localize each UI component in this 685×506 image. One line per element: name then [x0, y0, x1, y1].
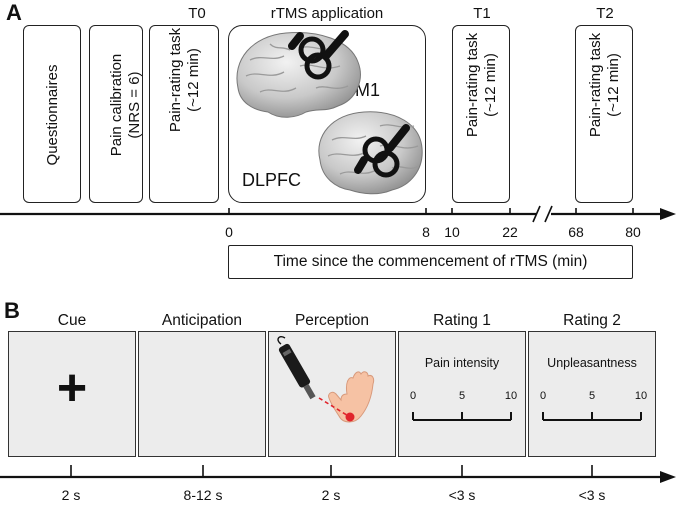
duration-cue: 2 s	[61, 487, 81, 503]
rating-2-min: 0	[539, 390, 547, 402]
rating-2-label: Unpleasantness	[547, 356, 637, 370]
stage-title-perception: Perception	[294, 312, 370, 329]
pain-rating-t0-box: Pain-rating task (~12 min)	[149, 25, 219, 203]
fixation-cross: +	[56, 359, 88, 417]
tick-0: 0	[225, 224, 233, 240]
laser-beam	[318, 397, 351, 418]
t2-label: T2	[596, 5, 614, 22]
rtms-title: rTMS application	[270, 5, 384, 22]
laser-probe-icon	[278, 343, 316, 400]
panel-a-letter: A	[6, 0, 22, 25]
stage-title-rating-2: Rating 2	[563, 312, 621, 329]
timeline-a-axis	[0, 205, 676, 223]
pain-rating-t2-box: Pain-rating task (~12 min)	[575, 25, 633, 203]
dlpfc-label: DLPFC	[242, 170, 302, 190]
duration-anticipation: 8-12 s	[183, 487, 223, 503]
tick-8: 8	[422, 224, 430, 240]
rating-1-label: Pain intensity	[424, 356, 500, 370]
axis-caption: Time since the commencement of rTMS (min…	[273, 253, 588, 270]
rating-2-max: 10	[634, 390, 648, 402]
rating-2-mid: 5	[588, 390, 596, 402]
panel-b-letter: B	[4, 298, 20, 323]
timeline-b-axis	[0, 465, 676, 483]
tick-10: 10	[444, 224, 460, 240]
rating-1-scale	[412, 412, 512, 421]
stimulus-dot	[345, 412, 355, 422]
laser-hand-illustration	[277, 335, 375, 423]
pain-rating-t1-box: Pain-rating task (~12 min)	[452, 25, 510, 203]
stage-title-cue: Cue	[57, 312, 87, 329]
pain-calibration-box: Pain calibration (NRS = 6)	[89, 25, 143, 203]
questionnaires-box: Questionnaires	[23, 25, 81, 203]
rating-1-max: 10	[504, 390, 518, 402]
axis-caption-box: Time since the commencement of rTMS (min…	[228, 245, 633, 279]
hand-icon	[328, 371, 375, 423]
rating-2-scale	[542, 412, 642, 421]
duration-perception: 2 s	[321, 487, 341, 503]
t1-label: T1	[473, 5, 491, 22]
m1-label: M1	[355, 80, 381, 100]
coil-m1-icon	[288, 30, 349, 80]
stage-title-anticipation: Anticipation	[161, 312, 243, 329]
stage-title-rating-1: Rating 1	[433, 312, 491, 329]
brain-dlpfc-icon	[318, 111, 423, 195]
brain-m1-icon	[236, 31, 361, 118]
duration-rating-2: <3 s	[578, 487, 606, 503]
duration-rating-1: <3 s	[448, 487, 476, 503]
stage-cue-box: +	[8, 331, 136, 457]
stage-perception-box	[268, 331, 396, 457]
tick-80: 80	[625, 224, 641, 240]
stage-anticipation-box	[138, 331, 266, 457]
tick-68: 68	[568, 224, 584, 240]
tick-22: 22	[502, 224, 518, 240]
rating-1-mid: 5	[458, 390, 466, 402]
rating-1-min: 0	[409, 390, 417, 402]
t0-label: T0	[188, 5, 206, 22]
coil-dlpfc-icon	[354, 124, 410, 178]
stage-rating-1-box: Pain intensity 0 5 10	[398, 331, 526, 457]
stage-rating-2-box: Unpleasantness 0 5 10	[528, 331, 656, 457]
